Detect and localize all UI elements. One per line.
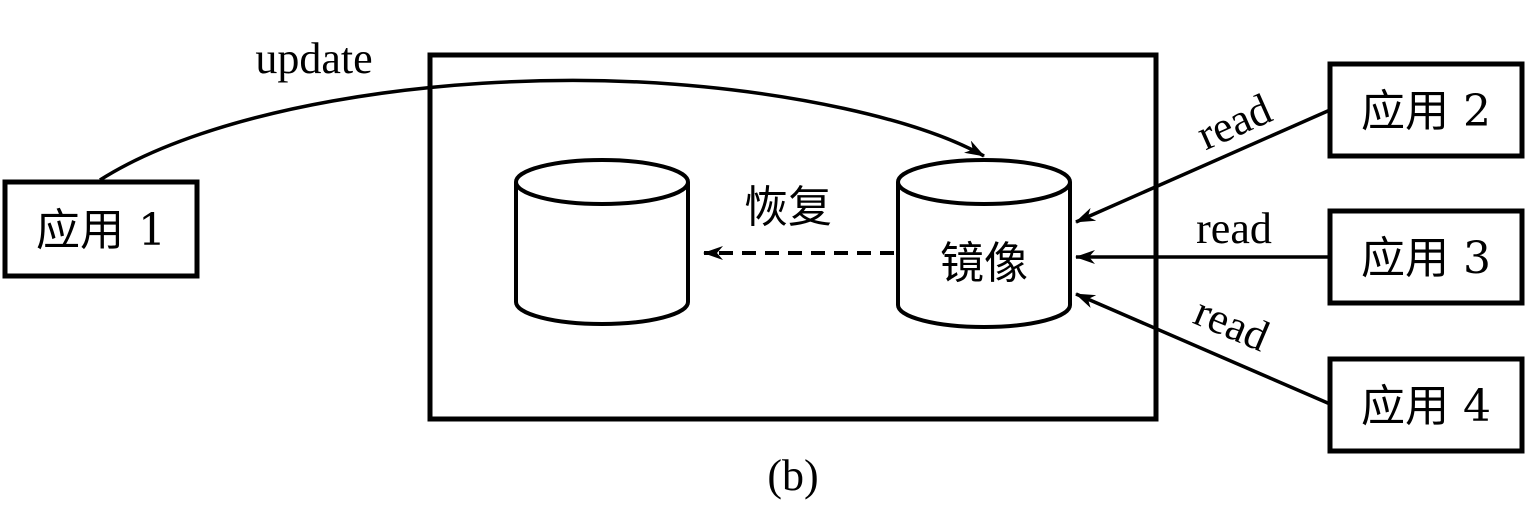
app4-label: 应用 4	[1361, 381, 1491, 432]
app3-box	[1327, 208, 1525, 306]
read-arrow-app2	[1075, 108, 1331, 224]
primary-database-cylinder	[514, 158, 690, 326]
figure-caption: (b)	[767, 451, 818, 500]
read-label-app2: read	[1190, 84, 1279, 160]
update-arrow	[99, 78, 985, 182]
read-arrow-app4	[1075, 292, 1331, 406]
mirror-database-label: 镜像	[940, 238, 1028, 289]
read-label-app3: read	[1196, 204, 1272, 253]
app1-box	[2, 179, 200, 279]
restore-label: 恢复	[744, 182, 832, 233]
app2-label: 应用 2	[1361, 86, 1491, 137]
read-label-app4: read	[1187, 287, 1276, 362]
app2-box	[1327, 61, 1525, 159]
mirror-database-cylinder	[896, 158, 1072, 329]
update-label: update	[255, 34, 372, 83]
app4-box	[1327, 356, 1525, 454]
app3-label: 应用 3	[1361, 233, 1491, 284]
database-container-box	[427, 52, 1159, 422]
app1-label: 应用 1	[36, 205, 166, 256]
